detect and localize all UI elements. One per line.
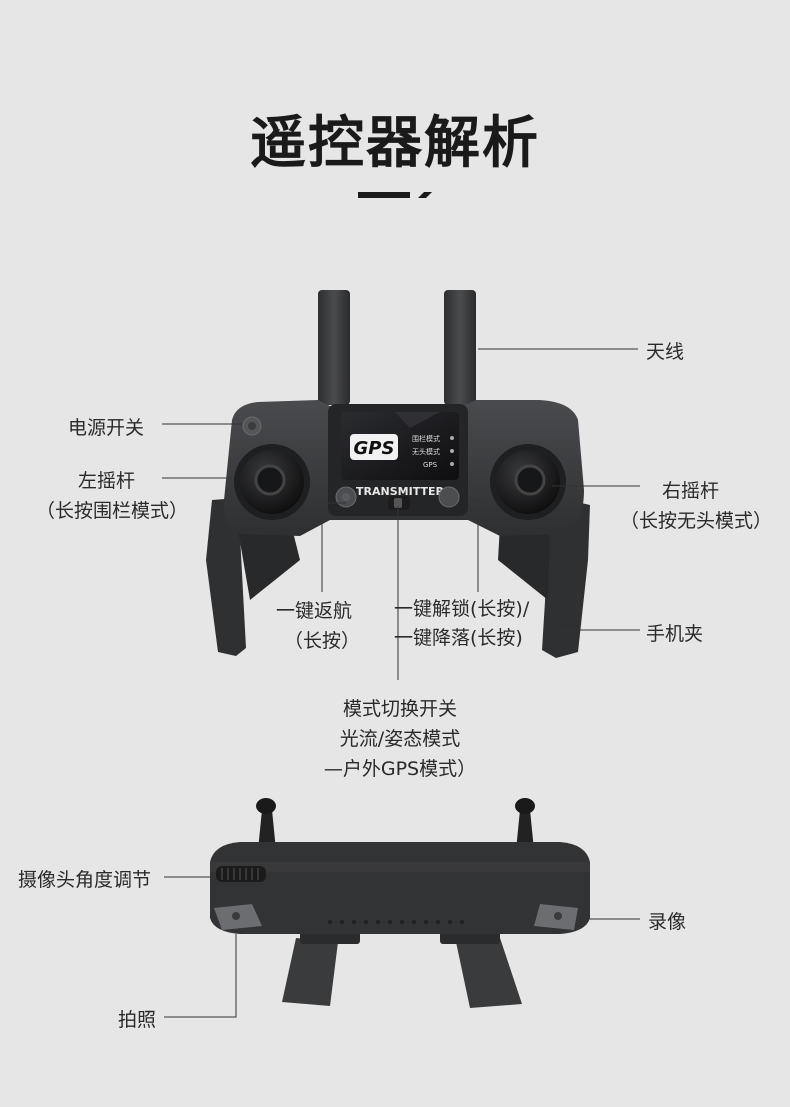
photo-button[interactable] — [214, 904, 262, 930]
label-record: 录像 — [648, 911, 687, 933]
label-mode-switch-1: 模式切换开关 — [342, 698, 457, 720]
label-right-stick: 右摇杆 — [662, 480, 720, 502]
screen-brand: TRANSMITTER — [356, 485, 444, 498]
antenna-left — [318, 290, 350, 405]
mode-switch[interactable] — [388, 496, 410, 510]
screen-mode-2: 无头模式 — [412, 447, 440, 456]
label-unlock: 一键解锁(长按)/ — [394, 598, 530, 620]
title-underline — [358, 192, 432, 198]
label-photo: 拍照 — [118, 1009, 157, 1031]
label-return-home: 一键返航 — [276, 600, 353, 622]
label-antenna: 天线 — [646, 341, 685, 363]
label-left-stick-note: （长按围栏模式） — [36, 500, 189, 522]
right-stick[interactable] — [490, 444, 566, 520]
phone-clamp-right — [498, 500, 590, 658]
label-mode-switch-2: 光流/姿态模式 — [339, 728, 461, 750]
camera-angle-dial[interactable] — [216, 866, 266, 882]
label-left-stick: 左摇杆 — [78, 470, 136, 492]
label-camera-angle: 摄像头角度调节 — [18, 869, 152, 891]
screen-mode-3: GPS — [423, 461, 438, 469]
unlock-land-button[interactable] — [438, 486, 460, 508]
record-button[interactable] — [534, 904, 578, 930]
phone-clamp-left — [206, 498, 300, 656]
label-right-stick-note: （长按无头模式） — [620, 510, 773, 532]
label-power-switch: 电源开关 — [68, 417, 145, 439]
controller-back-illustration — [210, 798, 590, 1008]
return-home-button[interactable] — [335, 486, 357, 508]
screen-logo: GPS — [354, 438, 395, 459]
label-mode-switch-3: —户外GPS模式） — [323, 758, 477, 780]
label-return-home-note: （长按） — [284, 630, 361, 652]
label-land: 一键降落(长按) — [394, 627, 523, 649]
antenna-right — [444, 290, 476, 405]
display-screen — [341, 412, 459, 480]
left-stick[interactable] — [234, 444, 310, 520]
power-button[interactable] — [242, 416, 262, 436]
page-title: 遥控器解析 — [250, 111, 540, 176]
label-phone-clamp: 手机夹 — [646, 623, 704, 645]
screen-mode-1: 围栏模式 — [412, 434, 440, 443]
